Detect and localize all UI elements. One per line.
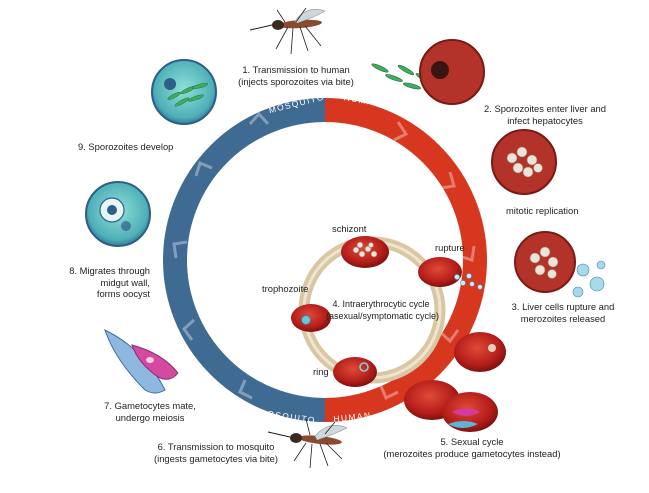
gametocytes-icon <box>104 329 179 394</box>
mosquito-bottom-icon <box>267 418 348 469</box>
step-6-label: 6. Transmission to mosquito (ingests gam… <box>141 441 291 464</box>
step-8-detail-1: midgut wall, <box>100 276 151 288</box>
step-1-title: 1. Transmission to human <box>242 64 350 75</box>
step-6-title: 6. Transmission to mosquito <box>157 441 275 452</box>
step-1-label: 1. Transmission to human (injects sporoz… <box>236 64 356 87</box>
step-7-title: 7. Gametocytes mate, <box>104 400 196 411</box>
hepatocyte-infected-icon <box>419 39 485 105</box>
step-8-title: 8. Migrates through <box>69 265 150 276</box>
step-8-detail-2: forms oocyst <box>96 288 150 299</box>
ring-label: ring <box>313 366 329 377</box>
step-6-detail: (ingests gametocytes via bite) <box>153 452 278 464</box>
gametocyte-rbc-icon <box>404 332 506 432</box>
rupture-label: rupture <box>435 242 465 253</box>
step-3-label: 3. Liver cells rupture and merozoites re… <box>488 301 638 324</box>
step-4-detail: (asexual/symptomatic cycle) <box>326 310 440 321</box>
mitotic-replication-label: mitotic replication <box>506 205 579 216</box>
hepatocyte-rupture-icon <box>514 231 606 298</box>
step-9-label: 9. Sporozoites develop <box>78 141 174 152</box>
step-2-label: 2. Sporozoites enter liver and infect he… <box>452 103 638 126</box>
rupture-cell <box>418 257 483 290</box>
step-8-label: 8. Migrates through midgut wall, forms o… <box>40 265 150 300</box>
step-7-detail: undergo meiosis <box>115 411 185 423</box>
mosquito-arc <box>163 98 326 422</box>
schizont-cell <box>341 236 389 268</box>
step-2-title: 2. Sporozoites enter liver and <box>484 103 606 114</box>
oocyst-icon <box>85 181 151 247</box>
sporozoite-cell-icon <box>151 59 217 125</box>
step-5-title: 5. Sexual cycle <box>440 436 504 447</box>
human-arc <box>324 98 487 422</box>
step-5-label: 5. Sexual cycle (merozoites produce game… <box>362 436 582 459</box>
step-7-label: 7. Gametocytes mate, undergo meiosis <box>90 400 210 423</box>
step-3-detail: merozoites released <box>520 312 606 324</box>
trophozoite-cell <box>291 304 331 332</box>
schizont-label: schizont <box>332 223 367 234</box>
step-3-title: 3. Liver cells rupture and <box>511 301 615 312</box>
arc-label-human-bottom: HUMAN <box>333 410 372 424</box>
ring-chevrons <box>172 111 476 401</box>
step-4-label: 4. Intraerythrocytic cycle (asexual/symp… <box>326 299 440 322</box>
trophozoite-label: trophozoite <box>262 283 309 294</box>
ring-cell <box>333 357 377 387</box>
mosquito-top-icon <box>249 7 326 55</box>
step-2-detail: infect hepatocytes <box>507 114 583 126</box>
hepatocyte-replication-icon <box>491 129 557 195</box>
step-1-detail: (injects sporozoites via bite) <box>238 75 354 87</box>
step-4-title: 4. Intraerythrocytic cycle <box>332 299 430 309</box>
step-5-detail: (merozoites produce gametocytes instead) <box>383 447 561 459</box>
